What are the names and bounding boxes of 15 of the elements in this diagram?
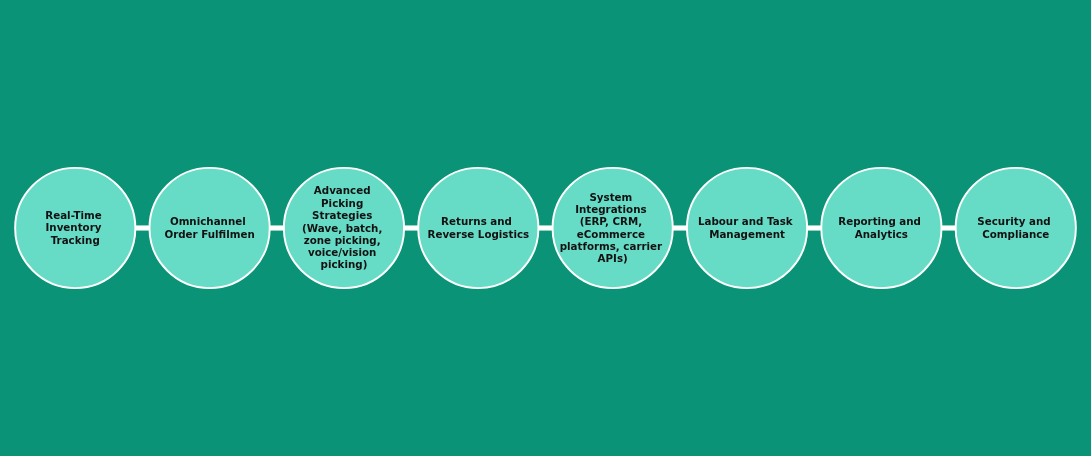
node-circle: Advanced Picking Strategies (Wave, batch, zone picking, voice/vision picking) <box>282 166 406 290</box>
node-circle: Security and Compliance <box>954 166 1077 290</box>
node-circle: Labour and Task Management <box>685 166 809 290</box>
connector <box>135 225 150 231</box>
node-circle: Omnichannel Order Fulfilmen <box>148 166 271 290</box>
node-circle: Returns and Reverse Logistics <box>417 166 540 290</box>
connector <box>269 225 284 231</box>
connector <box>538 225 553 231</box>
connector <box>941 225 956 231</box>
connector <box>404 225 419 231</box>
node-circle: System Integrations (ERP, CRM, eCommerce platforms, carrier APIs) <box>551 166 674 290</box>
connector <box>807 225 822 231</box>
node-circle: Reporting and Analytics <box>820 166 943 290</box>
connector <box>672 225 687 231</box>
node-circle: Real-Time Inventory Tracking <box>14 166 137 290</box>
